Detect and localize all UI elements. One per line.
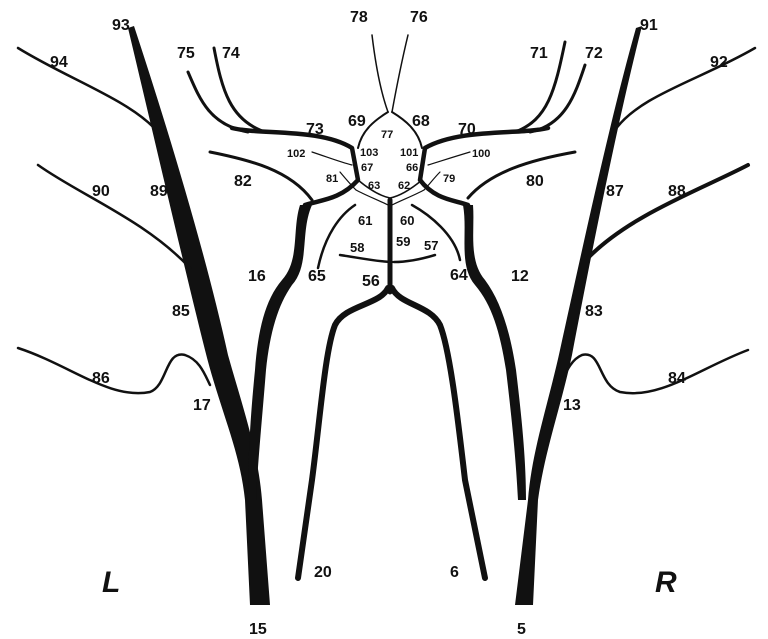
label-93: 93 (112, 17, 130, 34)
label-89: 89 (150, 183, 168, 200)
label-17: 17 (193, 397, 211, 414)
label-57: 57 (424, 238, 438, 253)
label-20: 20 (314, 564, 332, 581)
label-90: 90 (92, 183, 110, 200)
left-vessel-16-trunk (248, 205, 312, 500)
label-92: 92 (710, 54, 728, 71)
label-77: 77 (381, 129, 393, 141)
right-branch-92 (615, 48, 755, 130)
label-60: 60 (400, 213, 414, 228)
right-branch-100 (428, 152, 470, 165)
label-66: 66 (406, 162, 418, 174)
label-61: 61 (358, 213, 372, 228)
label-71: 71 (530, 45, 548, 62)
left-branch-78 (372, 35, 388, 112)
right-branch-57 (394, 255, 435, 262)
label-83: 83 (585, 303, 603, 320)
label-72: 72 (585, 45, 603, 62)
label-75: 75 (177, 45, 195, 62)
label-101: 101 (400, 147, 418, 159)
label-79: 79 (443, 173, 455, 185)
label-13: 13 (563, 397, 581, 414)
right-side-label: R (655, 566, 677, 599)
label-5: 5 (517, 621, 526, 638)
label-82: 82 (234, 173, 252, 190)
label-6: 6 (450, 564, 459, 581)
label-59: 59 (396, 234, 410, 249)
label-67: 67 (361, 162, 373, 174)
label-84: 84 (668, 370, 686, 387)
right-main-trunk (515, 26, 642, 605)
right-branch-84 (560, 350, 748, 393)
right-branch-60 (392, 190, 424, 205)
left-branch-58 (340, 255, 392, 262)
left-branch-61 (356, 190, 388, 205)
label-91: 91 (640, 17, 658, 34)
label-80: 80 (526, 173, 544, 190)
label-62: 62 (398, 180, 410, 192)
left-side-label: L (102, 566, 120, 599)
right-vessel-6 (392, 288, 485, 578)
right-branch-70 (420, 128, 548, 205)
label-63: 63 (368, 180, 380, 192)
left-branch-73 (232, 128, 358, 205)
label-64: 64 (450, 267, 468, 284)
label-86: 86 (92, 370, 110, 387)
label-88: 88 (668, 183, 686, 200)
label-103: 103 (360, 147, 378, 159)
label-69: 69 (348, 113, 366, 130)
label-94: 94 (50, 54, 68, 71)
left-branch-75 (188, 72, 248, 132)
label-81: 81 (326, 173, 338, 185)
left-branch-102 (312, 152, 352, 165)
label-16: 16 (248, 268, 266, 285)
label-76: 76 (410, 9, 428, 26)
label-87: 87 (606, 183, 624, 200)
left-branch-65 (318, 205, 355, 268)
label-65: 65 (308, 268, 326, 285)
label-85: 85 (172, 303, 190, 320)
right-branch-76 (392, 35, 408, 112)
left-main-trunk (128, 26, 270, 605)
label-56: 56 (362, 273, 380, 290)
label-102: 102 (287, 148, 305, 160)
left-branch-86 (18, 348, 210, 393)
label-12: 12 (511, 268, 529, 285)
right-vessel-12-trunk (463, 205, 526, 500)
left-vessel-20 (298, 288, 388, 578)
label-78: 78 (350, 9, 368, 26)
right-branch-79 (424, 172, 440, 190)
label-15: 15 (249, 621, 267, 638)
right-branch-88 (588, 165, 748, 258)
label-73: 73 (306, 121, 324, 138)
label-74: 74 (222, 45, 240, 62)
label-100: 100 (472, 148, 490, 160)
label-68: 68 (412, 113, 430, 130)
label-70: 70 (458, 121, 476, 138)
label-58: 58 (350, 240, 364, 255)
